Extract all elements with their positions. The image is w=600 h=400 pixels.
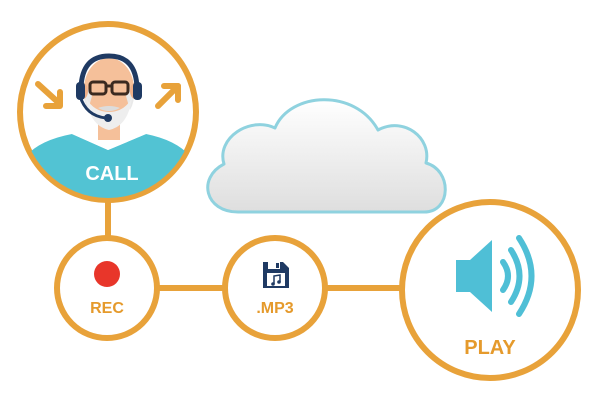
- headset-agent-icon: [24, 53, 192, 198]
- call-node: CALL: [17, 21, 199, 203]
- rec-label: REC: [90, 300, 124, 317]
- cloud-icon: [206, 98, 447, 214]
- floppy-disk-icon: [263, 262, 289, 288]
- play-label: PLAY: [464, 337, 516, 359]
- speaker-icon: [456, 235, 535, 317]
- call-label: CALL: [85, 163, 138, 185]
- record-dot-icon: [94, 261, 120, 287]
- rec-node: REC: [54, 235, 160, 341]
- play-node: PLAY: [399, 199, 581, 381]
- arrow-in-icon: [35, 81, 63, 109]
- arrow-out-icon: [155, 83, 181, 109]
- mp3-label: .MP3: [256, 300, 293, 317]
- mp3-node: .MP3: [222, 235, 328, 341]
